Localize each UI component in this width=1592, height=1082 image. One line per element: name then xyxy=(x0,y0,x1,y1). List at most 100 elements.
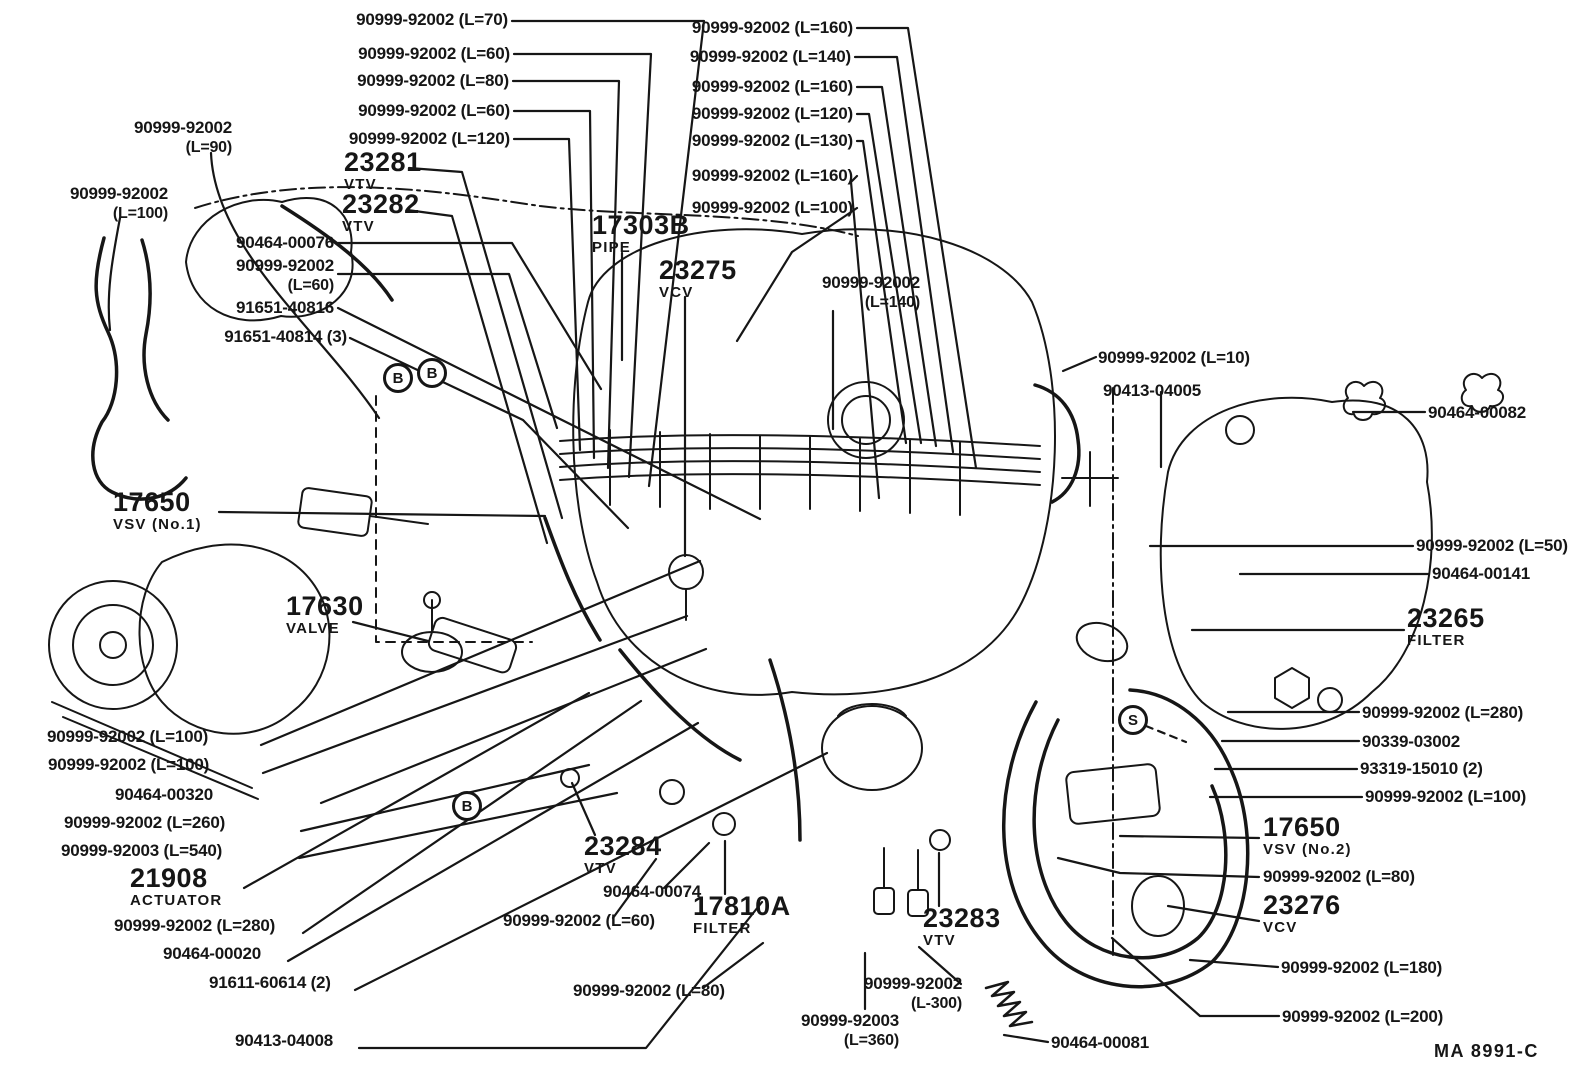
part-number: 23275 xyxy=(659,255,737,285)
hose-callout: 90464-00074 xyxy=(603,882,701,902)
hose xyxy=(140,238,170,422)
part-number: 90999-92002 (L=100) xyxy=(1365,787,1527,806)
hose-callout: 90999-92003(L=360) xyxy=(801,1011,899,1051)
part-number: 23276 xyxy=(1263,890,1341,920)
clamp-90464-00082 xyxy=(1342,380,1387,421)
hose xyxy=(543,516,602,642)
hose-callout: 91611-60614 (2) xyxy=(209,973,331,993)
hose-callout: 90999-92002(L-300) xyxy=(864,974,962,1014)
hose-callout: 90999-92002 (L=80) xyxy=(357,71,509,91)
hose-callout: 93319-15010 (2) xyxy=(1360,759,1483,779)
part-number: 91651-40816 xyxy=(235,298,334,317)
hose-callout: 90999-92002 (L=60) xyxy=(503,911,655,931)
hose-callout: 91651-40816 xyxy=(236,298,334,318)
hose xyxy=(91,236,188,501)
hose-callout: 90464-00020 xyxy=(163,944,261,964)
drawing-code: MA 8991-C xyxy=(1434,1041,1539,1061)
part-subtext: VSV (No.2) xyxy=(1263,840,1352,858)
part-number: 90999-92002 xyxy=(69,184,168,203)
pipe-bundle xyxy=(559,434,1041,447)
part-number: 90999-92002 (L=80) xyxy=(1263,867,1415,886)
hose xyxy=(618,648,742,762)
part-subtext: VALVE xyxy=(286,619,340,637)
part-number: 90999-92003 xyxy=(800,1011,899,1030)
circled-letter-marker: B xyxy=(383,363,413,393)
part-number: 90464-00082 xyxy=(1428,403,1527,422)
part-number: 23284 xyxy=(584,831,662,861)
part-number: 23281 xyxy=(344,147,422,177)
part-number: 91611-60614 (2) xyxy=(209,973,331,992)
part-subtext: (L=100) xyxy=(112,205,168,223)
egr-valve xyxy=(401,631,463,673)
part-number: 90999-92002 (L=60) xyxy=(358,44,510,63)
clamp-90464-00082 xyxy=(1460,372,1505,413)
hose-loop-inner xyxy=(1032,718,1228,960)
hose-loop-outer xyxy=(1001,688,1250,989)
part-subtext: FILTER xyxy=(693,919,752,937)
hose-callout: 90999-92002 (L=180) xyxy=(1281,958,1442,978)
part-subtext: VCV xyxy=(1263,918,1298,936)
vsv-no1-body xyxy=(297,487,373,537)
pulley-outer xyxy=(48,580,178,710)
hose-callout: 90999-92002 (L=70) xyxy=(356,10,508,30)
hose-callout: 90339-03002 xyxy=(1362,732,1460,752)
part-subtext: FILTER xyxy=(1407,631,1466,649)
hose-callout: 90464-00081 xyxy=(1051,1033,1149,1053)
part-number: 90999-92002 (L=260) xyxy=(64,813,226,832)
part-number: 90999-92002 (L=280) xyxy=(1362,703,1524,722)
part-subtext: (L-300) xyxy=(910,995,962,1013)
part-subtext: (L=60) xyxy=(287,277,335,295)
ps-pump-body xyxy=(138,543,331,735)
hose-callout: 90999-92002 (L=60) xyxy=(358,101,510,121)
part-number: 90999-92002 (L=140) xyxy=(689,47,851,66)
part-number: 90339-03002 xyxy=(1362,732,1461,751)
circled-letter-marker: B xyxy=(452,791,482,821)
part-number: 90413-04005 xyxy=(1103,381,1202,400)
valve-cover-line xyxy=(194,186,859,237)
vsv-no1-wire xyxy=(369,515,429,525)
part-number: 90413-04008 xyxy=(235,1031,334,1050)
leader-lines xyxy=(107,19,1431,1050)
hose-callout: 90413-04008 xyxy=(235,1031,333,1051)
hose-callout: 90999-92002 (L=100) xyxy=(48,755,209,775)
hose-callout: 90464-00320 xyxy=(115,785,213,805)
pulley-hub xyxy=(99,631,127,659)
pipe-bundle xyxy=(559,460,1041,473)
hose-callout: 90999-92002 (L=160) xyxy=(692,18,853,38)
part-number: 17650 xyxy=(113,487,191,517)
construction-dashes xyxy=(375,395,533,643)
part-number: 90999-92002 (L=120) xyxy=(348,129,510,148)
hose-callout: 90999-92002 (L=280) xyxy=(114,916,275,936)
valve-17630-body xyxy=(427,616,518,674)
egr-cap xyxy=(423,591,441,609)
part-number: 23265 xyxy=(1407,603,1485,633)
pipe-bundle xyxy=(559,447,1041,460)
part-number: 90999-92002 (L=10) xyxy=(1098,348,1250,367)
part-number: 23282 xyxy=(342,189,420,219)
hose-callout: 90999-92002 (L=100) xyxy=(70,184,168,224)
part-number: 90999-92002 (L=120) xyxy=(691,104,853,123)
part-number: 90999-92002 (L=130) xyxy=(691,131,853,150)
part-number: 90999-92002 (L=80) xyxy=(573,981,725,1000)
hose-callout: 90999-92002 (L=200) xyxy=(1282,1007,1443,1027)
part-number: 90999-92002 (L=100) xyxy=(47,727,209,746)
hose-callout: 90999-92002 (L=130) xyxy=(692,131,853,151)
filter-17810a-body xyxy=(712,812,736,836)
throttle-arc xyxy=(841,395,891,445)
spring-clamp-90464-00081 xyxy=(984,980,1034,1028)
part-number: 90999-92002 (L=50) xyxy=(1416,536,1568,555)
hose-callout: 90464-00076 xyxy=(236,233,334,253)
part-number: 90999-92002 (L=60) xyxy=(503,911,655,930)
hose-callout: 90999-92002 (L=100) xyxy=(47,727,208,747)
vcv-23276-body xyxy=(1131,875,1185,937)
part-subtext: VSV (No.1) xyxy=(113,515,202,533)
right-engine-port xyxy=(1317,687,1343,713)
hose-callout: 90999-92002 (L=120) xyxy=(349,129,510,149)
